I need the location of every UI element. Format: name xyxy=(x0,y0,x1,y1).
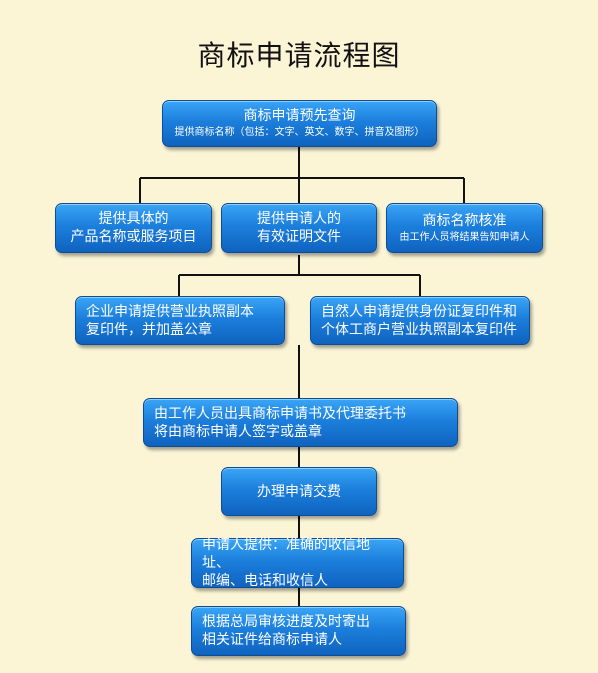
step-product-info: 提供具体的 产品名称或服务项目 xyxy=(55,203,212,253)
step-pay-fee: 办理申请交费 xyxy=(221,467,377,516)
step-label: 商标名称核准 xyxy=(422,212,507,229)
step-label: 产品名称或服务项目 xyxy=(70,229,197,245)
step-mailing-address: 申请人提供：准确的收信地址、 邮编、电话和收信人 xyxy=(191,537,404,589)
step-send-documents: 根据总局审核进度及时寄出 相关证件给商标申请人 xyxy=(191,606,406,656)
page-title: 商标申请流程图 xyxy=(197,39,401,72)
step-company-license: 企业申请提供营业执照副本 复印件，并加盖公章 xyxy=(75,296,285,345)
step-label: 商标申请预先查询 xyxy=(243,108,356,124)
step-label: 自然人申请提供身份证复印件和 xyxy=(321,303,517,320)
step-label: 根据总局审核进度及时寄出 xyxy=(202,614,370,630)
step-label: 办理申请交费 xyxy=(257,483,341,500)
step-application-forms: 由工作人员出具商标申请书及代理委托书 将由商标申请人签字或盖章 xyxy=(143,398,458,447)
step-label: 个体工商户营业执照副本复印件 xyxy=(321,321,517,338)
step-name-verify: 商标名称核准 由工作人员将结果告知申请人 xyxy=(386,203,543,253)
step-label: 将由商标申请人签字或盖章 xyxy=(154,423,322,440)
step-label: 申请人提供：准确的收信地址、 xyxy=(202,537,370,571)
step-label: 企业申请提供营业执照副本 xyxy=(86,303,254,320)
step-label: 相关证件给商标申请人 xyxy=(202,632,342,648)
step-note: 提供商标名称（包括：文字、英文、数字、拼音及图形） xyxy=(174,127,425,138)
step-applicant-docs: 提供申请人的 有效证明文件 xyxy=(221,203,377,253)
step-person-id: 自然人申请提供身份证复印件和 个体工商户营业执照副本复印件 xyxy=(310,296,530,345)
step-label: 由工作人员出具商标申请书及代理委托书 xyxy=(154,405,406,422)
step-label: 邮编、电话和收信人 xyxy=(202,573,328,589)
step-label: 有效证明文件 xyxy=(257,229,341,245)
step-note: 由工作人员将结果告知申请人 xyxy=(399,231,530,243)
step-trademark-query: 商标申请预先查询 提供商标名称（包括：文字、英文、数字、拼音及图形） xyxy=(162,100,437,147)
step-label: 提供申请人的 xyxy=(257,211,341,227)
step-label: 提供具体的 xyxy=(98,211,169,227)
step-label: 复印件，并加盖公章 xyxy=(86,321,212,338)
